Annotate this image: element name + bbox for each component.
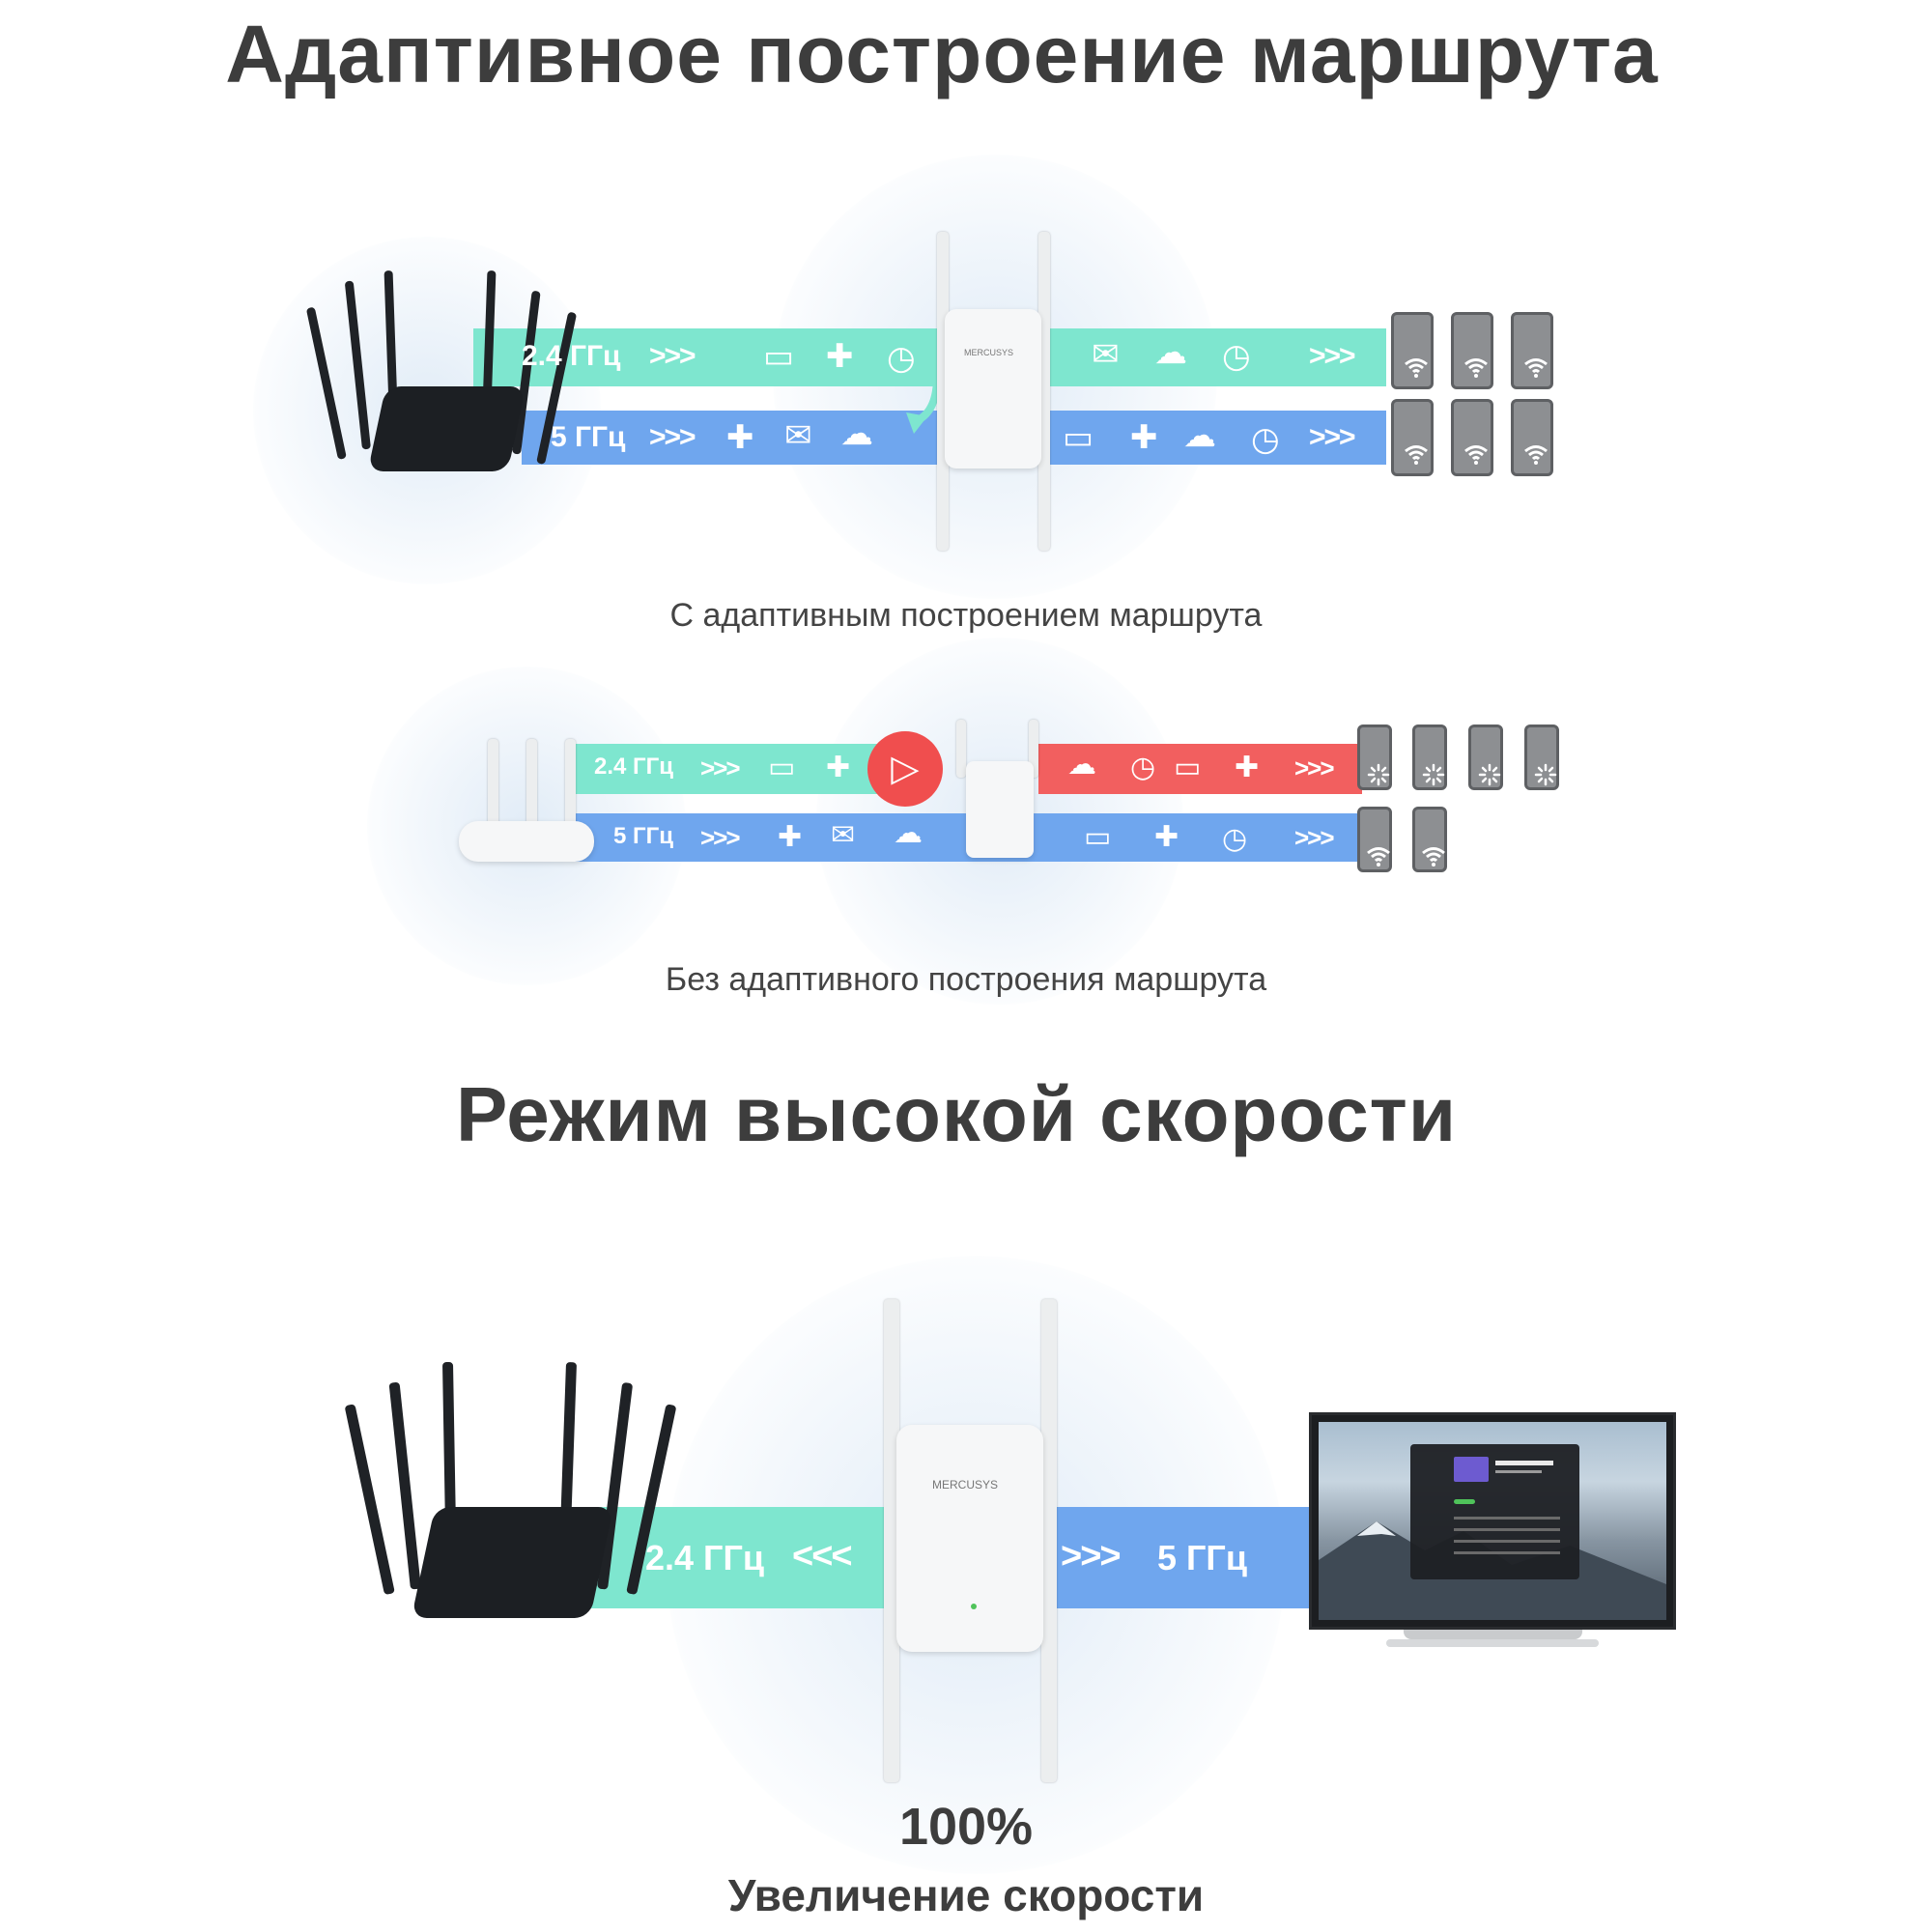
play-icon: ◷ xyxy=(1251,421,1280,458)
caption-without-adaptive: Без адаптивного построения маршрута xyxy=(665,961,1267,998)
phone-connected xyxy=(1451,399,1493,476)
chevrons: >>> xyxy=(649,340,696,372)
phone-connected xyxy=(1357,807,1392,872)
band-5-label: 5 ГГц xyxy=(551,421,626,453)
gamepad-icon: ✚ xyxy=(1235,752,1260,783)
status-led xyxy=(971,1604,977,1609)
phone-loading xyxy=(1524,724,1559,790)
cloud-icon: ☁ xyxy=(1067,749,1096,781)
chevrons: >>> xyxy=(700,753,741,782)
video-camera-icon: ▭ xyxy=(763,338,795,375)
chevrons: >>> xyxy=(700,823,741,852)
cloud-icon: ☁ xyxy=(894,817,923,849)
app-window xyxy=(1410,1444,1579,1579)
gamepad-icon: ✚ xyxy=(1130,419,1158,456)
band-24-left xyxy=(473,328,937,386)
section-title-adaptive: Адаптивное построение маршрута xyxy=(225,9,1659,99)
brand-logo: MERCUSYS xyxy=(964,348,1014,357)
mail-icon: ✉ xyxy=(831,819,856,851)
speed-percent: 100% xyxy=(898,1798,1034,1856)
chevrons-right: >>> xyxy=(1061,1536,1122,1577)
reroute-arrow xyxy=(906,376,941,434)
chevrons: >>> xyxy=(1309,340,1356,372)
chevrons: >>> xyxy=(649,421,696,453)
band-24-right xyxy=(1048,328,1386,386)
phone-loading xyxy=(1357,724,1392,790)
band-5-right xyxy=(1048,411,1386,465)
speed-increase-label: Увеличение скорости xyxy=(727,1870,1205,1920)
phone-connected xyxy=(1511,312,1553,389)
phone-connected xyxy=(1451,312,1493,389)
blocked-play-icon: ▷ xyxy=(867,731,943,807)
cloud-icon: ☁ xyxy=(1183,417,1216,454)
phone-loading xyxy=(1412,724,1447,790)
chevrons: >>> xyxy=(1294,823,1335,852)
phone-connected xyxy=(1511,399,1553,476)
band-24-congested xyxy=(1038,744,1362,794)
band-24-label: 2.4 ГГц xyxy=(522,340,621,372)
mail-icon: ✉ xyxy=(1092,336,1120,373)
section-title-high-speed: Режим высокой скорости xyxy=(455,1071,1458,1157)
play-icon: ◷ xyxy=(1130,752,1156,783)
phone-loading xyxy=(1468,724,1503,790)
play-icon: ◷ xyxy=(887,340,916,377)
chevrons: >>> xyxy=(1294,753,1335,782)
gamepad-icon: ✚ xyxy=(826,752,851,783)
video-camera-icon: ▭ xyxy=(768,752,796,783)
band-5-label: 5 ГГц xyxy=(1157,1538,1247,1577)
chevrons-left: <<< xyxy=(792,1536,853,1577)
phone-connected xyxy=(1391,399,1434,476)
band-5-label: 5 ГГц xyxy=(613,823,673,849)
gamepad-icon: ✚ xyxy=(778,821,803,853)
gamepad-icon: ✚ xyxy=(726,419,754,456)
cloud-icon: ☁ xyxy=(1154,334,1187,371)
phone-connected xyxy=(1412,807,1447,872)
video-camera-icon: ▭ xyxy=(1063,419,1094,456)
brand-logo: MERCUSYS xyxy=(932,1478,999,1492)
phone-connected xyxy=(1391,312,1434,389)
band-5-speed xyxy=(1043,1507,1343,1608)
play-icon: ◷ xyxy=(1222,338,1251,375)
chevrons: >>> xyxy=(1309,421,1356,453)
video-camera-icon: ▭ xyxy=(1084,821,1112,853)
band-24-label: 2.4 ГГц xyxy=(594,753,673,780)
gamepad-icon: ✚ xyxy=(826,338,854,375)
play-icon: ◷ xyxy=(1222,823,1248,855)
cloud-icon: ☁ xyxy=(840,415,873,452)
video-camera-icon: ▭ xyxy=(1174,752,1202,783)
caption-with-adaptive: С адаптивным построением маршрута xyxy=(669,597,1263,634)
gamepad-icon: ✚ xyxy=(1154,821,1179,853)
band-5-left xyxy=(522,411,937,465)
mail-icon: ✉ xyxy=(784,417,812,454)
band-24-left xyxy=(575,744,894,794)
band-24-label: 2.4 ГГц xyxy=(645,1538,764,1577)
